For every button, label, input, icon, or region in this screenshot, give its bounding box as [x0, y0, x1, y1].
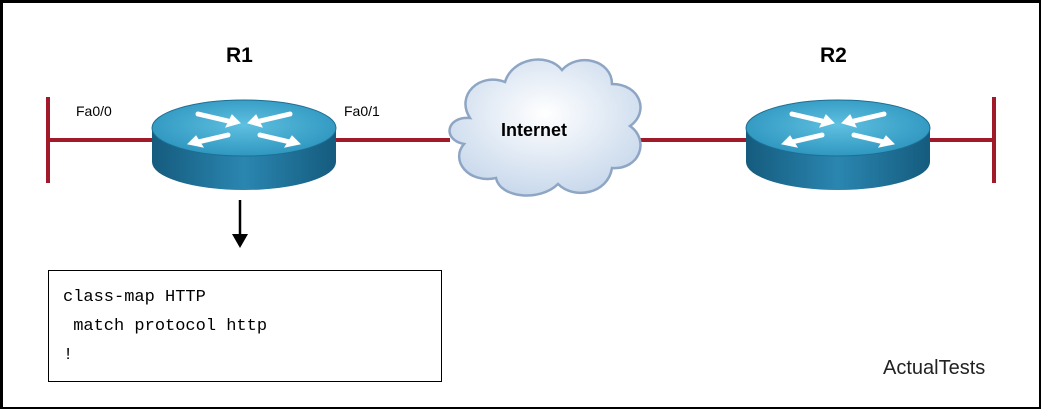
interface-fa0-1-label: Fa0/1	[344, 103, 380, 119]
router-r1-label: R1	[226, 44, 253, 67]
down-arrow-icon	[232, 200, 248, 248]
internet-cloud-label: Internet	[501, 120, 568, 140]
router-r2-label: R2	[820, 44, 847, 67]
network-links	[46, 97, 996, 183]
config-line: match protocol http	[63, 317, 268, 336]
router-r2-icon	[745, 99, 931, 190]
internet-cloud-icon	[448, 58, 642, 197]
config-line: class-map HTTP	[63, 288, 206, 307]
watermark-text: ActualTests	[883, 357, 986, 379]
config-snippet-box: class-map HTTP match protocol http !	[48, 270, 442, 382]
config-line: !	[63, 346, 74, 365]
router-r1-icon	[151, 99, 337, 190]
interface-fa0-0-label: Fa0/0	[76, 103, 112, 119]
